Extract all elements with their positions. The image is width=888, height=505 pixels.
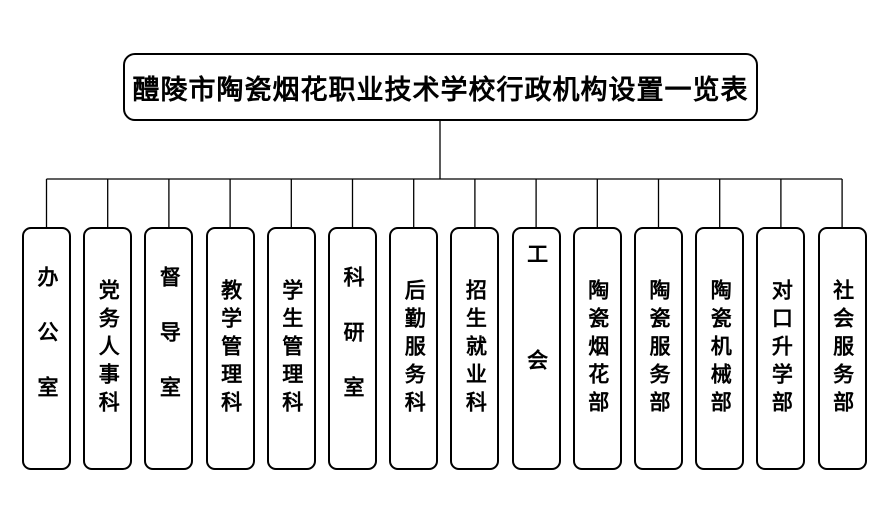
department-label-ceramics-fireworks: 陶瓷烟花部 bbox=[585, 278, 610, 419]
department-box-student: 学生管理科 bbox=[266, 227, 316, 470]
department-box-ceramics-service: 陶瓷服务部 bbox=[634, 227, 683, 470]
department-label-union: 工会 bbox=[524, 242, 549, 455]
department-label-office: 办公室 bbox=[35, 266, 59, 431]
department-label-teaching: 教学管理科 bbox=[218, 278, 243, 419]
org-title-box: 醴陵市陶瓷烟花职业技术学校行政机构设置一览表 bbox=[123, 53, 758, 121]
department-box-counterpart-admission: 对口升学部 bbox=[756, 227, 806, 470]
department-box-party-hr: 党务人事科 bbox=[83, 227, 133, 470]
department-box-enrollment: 招生就业科 bbox=[450, 227, 500, 470]
department-box-social-service: 社会服务部 bbox=[817, 227, 867, 470]
department-label-supervision: 督导室 bbox=[157, 266, 182, 431]
department-box-office: 办公室 bbox=[22, 227, 71, 470]
department-label-student: 学生管理科 bbox=[279, 278, 304, 419]
department-label-counterpart-admission: 对口升学部 bbox=[769, 278, 794, 419]
department-label-enrollment: 招生就业科 bbox=[463, 278, 488, 419]
department-label-ceramics-machinery: 陶瓷机械部 bbox=[708, 278, 733, 419]
department-box-ceramics-fireworks: 陶瓷烟花部 bbox=[572, 227, 622, 470]
department-label-ceramics-service: 陶瓷服务部 bbox=[647, 278, 671, 419]
department-box-logistics: 后勤服务科 bbox=[389, 227, 439, 470]
department-box-teaching: 教学管理科 bbox=[205, 227, 255, 470]
department-label-research: 科研室 bbox=[341, 266, 365, 431]
department-box-union: 工会 bbox=[511, 227, 561, 470]
department-label-party-hr: 党务人事科 bbox=[96, 278, 121, 419]
department-label-logistics: 后勤服务科 bbox=[402, 278, 427, 419]
department-label-social-service: 社会服务部 bbox=[830, 278, 855, 419]
org-title: 醴陵市陶瓷烟花职业技术学校行政机构设置一览表 bbox=[132, 74, 749, 106]
department-box-supervision: 督导室 bbox=[144, 227, 194, 470]
department-box-ceramics-machinery: 陶瓷机械部 bbox=[695, 227, 745, 470]
department-box-research: 科研室 bbox=[328, 227, 377, 470]
